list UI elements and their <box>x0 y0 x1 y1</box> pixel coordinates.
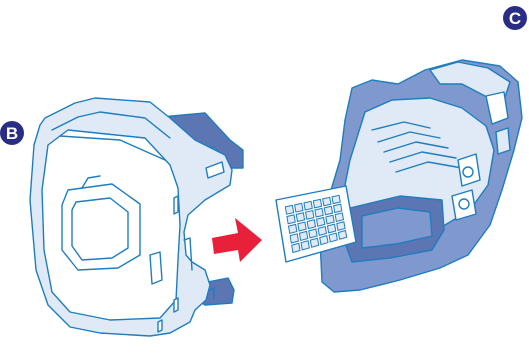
callout-b: B <box>0 121 24 145</box>
filter-grid-cell <box>334 212 345 223</box>
filter-grid-cell <box>337 229 348 240</box>
filter-grid-cell <box>287 223 298 234</box>
filter-grid-cell <box>286 214 296 225</box>
right-assembly-knob-1 <box>462 166 474 178</box>
left-housing-top-ridge <box>51 111 171 139</box>
left-housing-clip-side <box>149 251 163 285</box>
right-assembly-ribs <box>371 121 463 173</box>
filter-grid-cell <box>315 216 326 227</box>
filter-grid-cell <box>317 225 327 237</box>
filter-grid-cell <box>336 221 346 231</box>
filter-grid-cell <box>303 200 313 211</box>
filter-grid-cell <box>333 203 343 214</box>
filter-grid-cell <box>297 221 307 232</box>
filter-grid-cell <box>305 209 315 220</box>
filter-grid-cell <box>322 196 332 207</box>
filter-grid-cell <box>309 237 320 248</box>
filter-grid-cell <box>295 212 306 223</box>
filter-grid-cell <box>331 194 341 205</box>
filter-grid-cell <box>312 198 323 209</box>
left-housing-clip-top <box>205 161 225 179</box>
callout-b-label: B <box>6 124 18 143</box>
left-housing <box>29 97 244 337</box>
filter-grid-cell <box>284 204 295 215</box>
filter-grid <box>284 194 348 254</box>
filter-grid-cell <box>291 242 301 254</box>
right-filter-assembly <box>275 59 523 293</box>
filter-grid-cell <box>328 232 338 243</box>
callout-c: C <box>503 6 527 30</box>
right-assembly-knob-2 <box>458 198 470 210</box>
filter-grid-cell <box>326 223 337 234</box>
filter-grid-cell <box>325 214 335 225</box>
filter-grid-cell <box>308 228 318 239</box>
filter-grid-cell <box>298 230 309 242</box>
filter-grid-cell <box>306 219 317 230</box>
filter-grid-cell <box>289 233 299 244</box>
filter-grid-cell <box>314 207 324 218</box>
filter-grid-cell <box>294 202 304 213</box>
filter-grid-cell <box>300 240 310 251</box>
filter-grid-cell <box>319 235 329 246</box>
callout-c-label: C <box>509 9 521 28</box>
arrow-right-icon <box>212 218 262 262</box>
right-assembly-clip-top <box>485 91 509 125</box>
filter-grid-cell <box>323 205 334 216</box>
